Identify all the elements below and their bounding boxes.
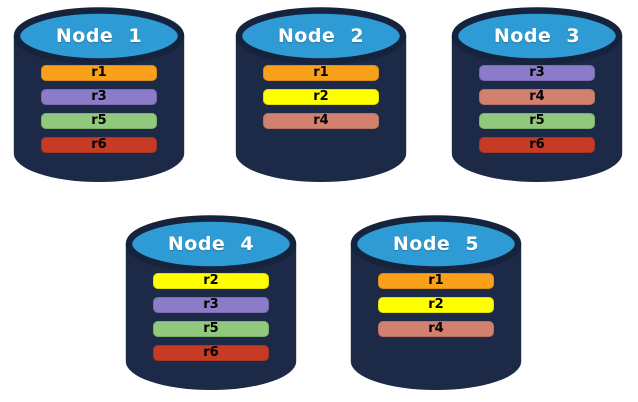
replica-bar-r3: r3: [479, 65, 595, 81]
replica-bar-r4: r4: [479, 89, 595, 105]
replica-bar-r5: r5: [153, 321, 269, 337]
replica-list: r3 r4 r5 r6: [479, 65, 595, 161]
node-title: Node 4: [167, 233, 255, 255]
replica-bar-r3: r3: [41, 89, 157, 105]
replica-bar-r6: r6: [153, 345, 269, 361]
cylinder-top: [235, 7, 407, 65]
replica-bar-r6: r6: [41, 137, 157, 153]
replica-bar-r1: r1: [378, 273, 494, 289]
cylinder-top: [451, 7, 623, 65]
replica-label: r5: [203, 321, 219, 336]
replica-label: r1: [313, 65, 329, 80]
node-title: Node 1: [55, 25, 143, 47]
replica-label: r3: [203, 297, 219, 312]
replica-label: r1: [428, 273, 444, 288]
replica-label: r5: [529, 113, 545, 128]
replica-label: r2: [428, 297, 444, 312]
node-4: Node 4 r2 r3 r5 r6: [122, 213, 300, 394]
node-title: Node 2: [277, 25, 365, 47]
replica-label: r3: [91, 89, 107, 104]
node-title: Node 5: [392, 233, 480, 255]
replica-bar-r3: r3: [153, 297, 269, 313]
replica-bar-r2: r2: [378, 297, 494, 313]
replica-label: r4: [529, 89, 545, 104]
replica-label: r4: [428, 321, 444, 336]
replica-list: r2 r3 r5 r6: [153, 273, 269, 369]
replica-label: r3: [529, 65, 545, 80]
node-title: Node 3: [493, 25, 581, 47]
replica-bar-r1: r1: [263, 65, 379, 81]
replica-label: r6: [91, 137, 107, 152]
replica-bar-r5: r5: [479, 113, 595, 129]
cylinder-top: [125, 215, 297, 273]
node-2: Node 2 r1 r2 r4: [232, 5, 410, 186]
replica-label: r2: [203, 273, 219, 288]
replica-list: r1 r3 r5 r6: [41, 65, 157, 161]
replica-label: r6: [203, 345, 219, 360]
replica-bar-r6: r6: [479, 137, 595, 153]
replica-list: r1 r2 r4: [263, 65, 379, 137]
replica-label: r1: [91, 65, 107, 80]
replica-list: r1 r2 r4: [378, 273, 494, 345]
node-3: Node 3 r3 r4 r5 r6: [448, 5, 626, 186]
cylinder-top: [350, 215, 522, 273]
replica-bar-r2: r2: [263, 89, 379, 105]
node-5: Node 5 r1 r2 r4: [347, 213, 525, 394]
node-1: Node 1 r1 r3 r5 r6: [10, 5, 188, 186]
replica-bar-r1: r1: [41, 65, 157, 81]
replica-bar-r2: r2: [153, 273, 269, 289]
replica-bar-r5: r5: [41, 113, 157, 129]
replica-label: r6: [529, 137, 545, 152]
replica-bar-r4: r4: [378, 321, 494, 337]
replica-bar-r4: r4: [263, 113, 379, 129]
replica-label: r2: [313, 89, 329, 104]
replica-label: r4: [313, 113, 329, 128]
cylinder-top: [13, 7, 185, 65]
replica-label: r5: [91, 113, 107, 128]
